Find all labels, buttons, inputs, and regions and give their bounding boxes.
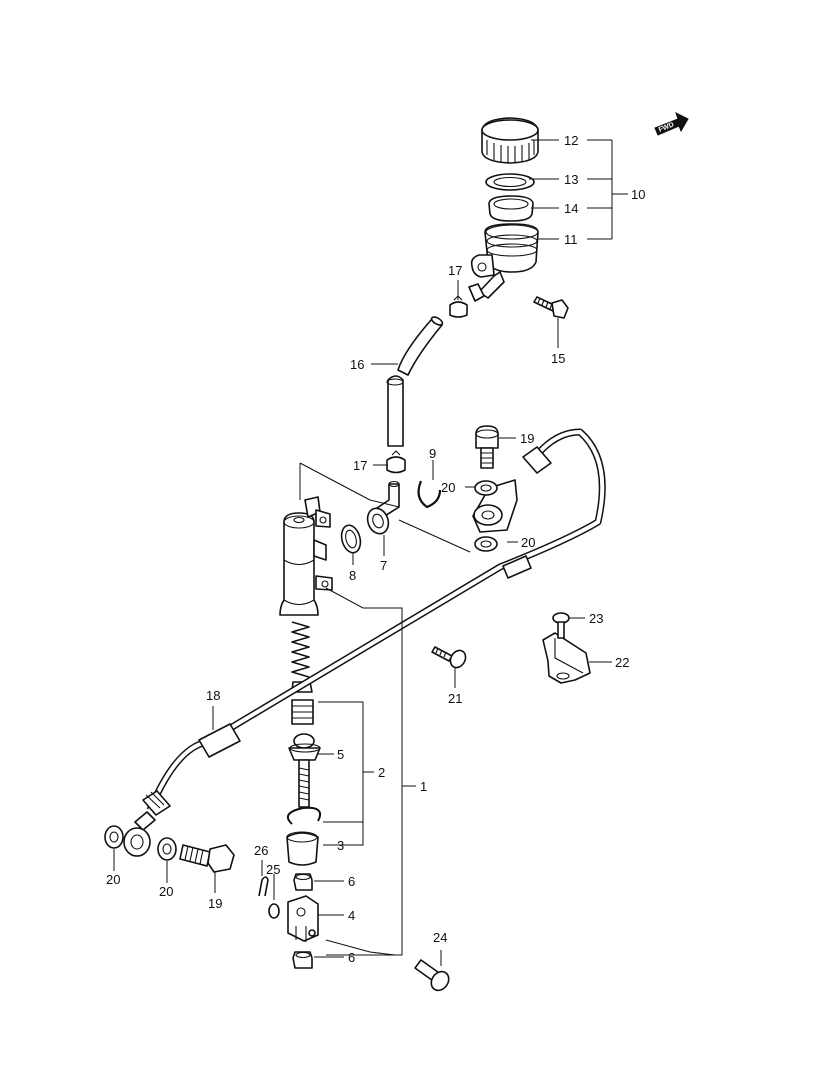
reservoir-body bbox=[468, 223, 539, 302]
callout-labels: 1 2 3 4 5 6 6 7 8 9 10 11 12 13 14 15 16… bbox=[106, 133, 645, 965]
callout-17-upper: 17 bbox=[448, 263, 462, 278]
lock-nut-lower bbox=[292, 951, 313, 969]
callout-13: 13 bbox=[564, 172, 578, 187]
callout-26: 26 bbox=[254, 843, 268, 858]
callout-15: 15 bbox=[551, 351, 565, 366]
callout-2: 2 bbox=[378, 765, 385, 780]
hose-guide-bracket bbox=[542, 632, 591, 684]
union-bolt-lower bbox=[179, 844, 235, 873]
union-bolt-upper bbox=[475, 425, 499, 469]
reservoir-mount-bolt bbox=[533, 296, 569, 319]
fwd-label: FWD bbox=[658, 121, 675, 133]
callout-12: 12 bbox=[564, 133, 578, 148]
callout-8: 8 bbox=[349, 568, 356, 583]
callout-3: 3 bbox=[337, 838, 344, 853]
leader-lines bbox=[113, 139, 628, 966]
callout-16: 16 bbox=[350, 357, 364, 372]
callout-5: 5 bbox=[337, 747, 344, 762]
sealing-washer-d bbox=[474, 536, 498, 552]
callout-14: 14 bbox=[564, 201, 578, 216]
dust-boot bbox=[286, 831, 319, 866]
callout-17-lower: 17 bbox=[353, 458, 367, 473]
circlip-push-rod bbox=[286, 806, 322, 825]
cotter-pin bbox=[258, 876, 269, 897]
clevis-washer bbox=[268, 903, 280, 919]
sealing-washer-b bbox=[157, 837, 177, 861]
callout-9: 9 bbox=[429, 446, 436, 461]
callout-11: 11 bbox=[564, 232, 578, 247]
circlip-hose-joint bbox=[417, 480, 442, 509]
callout-20-lower-b: 20 bbox=[159, 884, 173, 899]
callout-20-lower-a: 20 bbox=[106, 872, 120, 887]
callout-25: 25 bbox=[266, 862, 280, 877]
clevis-pin bbox=[414, 959, 450, 992]
reservoir-cap bbox=[481, 117, 539, 164]
callout-21: 21 bbox=[448, 691, 462, 706]
callout-18: 18 bbox=[206, 688, 220, 703]
callout-20-upper-a: 20 bbox=[441, 480, 455, 495]
push-rod bbox=[288, 733, 321, 808]
sealing-washer-c bbox=[474, 480, 498, 496]
callout-7: 7 bbox=[380, 558, 387, 573]
reservoir-hose bbox=[386, 316, 444, 447]
mount-screw bbox=[431, 646, 467, 669]
callout-24: 24 bbox=[433, 930, 447, 945]
callout-23: 23 bbox=[589, 611, 603, 626]
diaphragm bbox=[488, 195, 534, 222]
callout-6-lower: 6 bbox=[348, 950, 355, 965]
callout-19-lower: 19 bbox=[208, 896, 222, 911]
callout-19-upper: 19 bbox=[520, 431, 534, 446]
o-ring bbox=[340, 524, 362, 554]
fwd-arrow-icon: FWD bbox=[654, 112, 689, 136]
callout-20-upper-b: 20 bbox=[521, 535, 535, 550]
lock-nut-upper bbox=[293, 873, 313, 891]
diaphragm-plate bbox=[485, 173, 535, 191]
brake-hose bbox=[123, 428, 606, 857]
callout-6-upper: 6 bbox=[348, 874, 355, 889]
hose-joint bbox=[366, 480, 400, 535]
bracket-screw bbox=[552, 612, 570, 639]
sealing-washer-a bbox=[104, 825, 124, 849]
clevis-joint bbox=[287, 895, 319, 942]
master-cylinder-body bbox=[279, 496, 333, 616]
callout-10: 10 bbox=[631, 187, 645, 202]
callout-22: 22 bbox=[615, 655, 629, 670]
callout-4: 4 bbox=[348, 908, 355, 923]
hose-clamp-lower bbox=[386, 450, 406, 474]
return-spring bbox=[291, 621, 310, 678]
callout-1: 1 bbox=[420, 779, 427, 794]
